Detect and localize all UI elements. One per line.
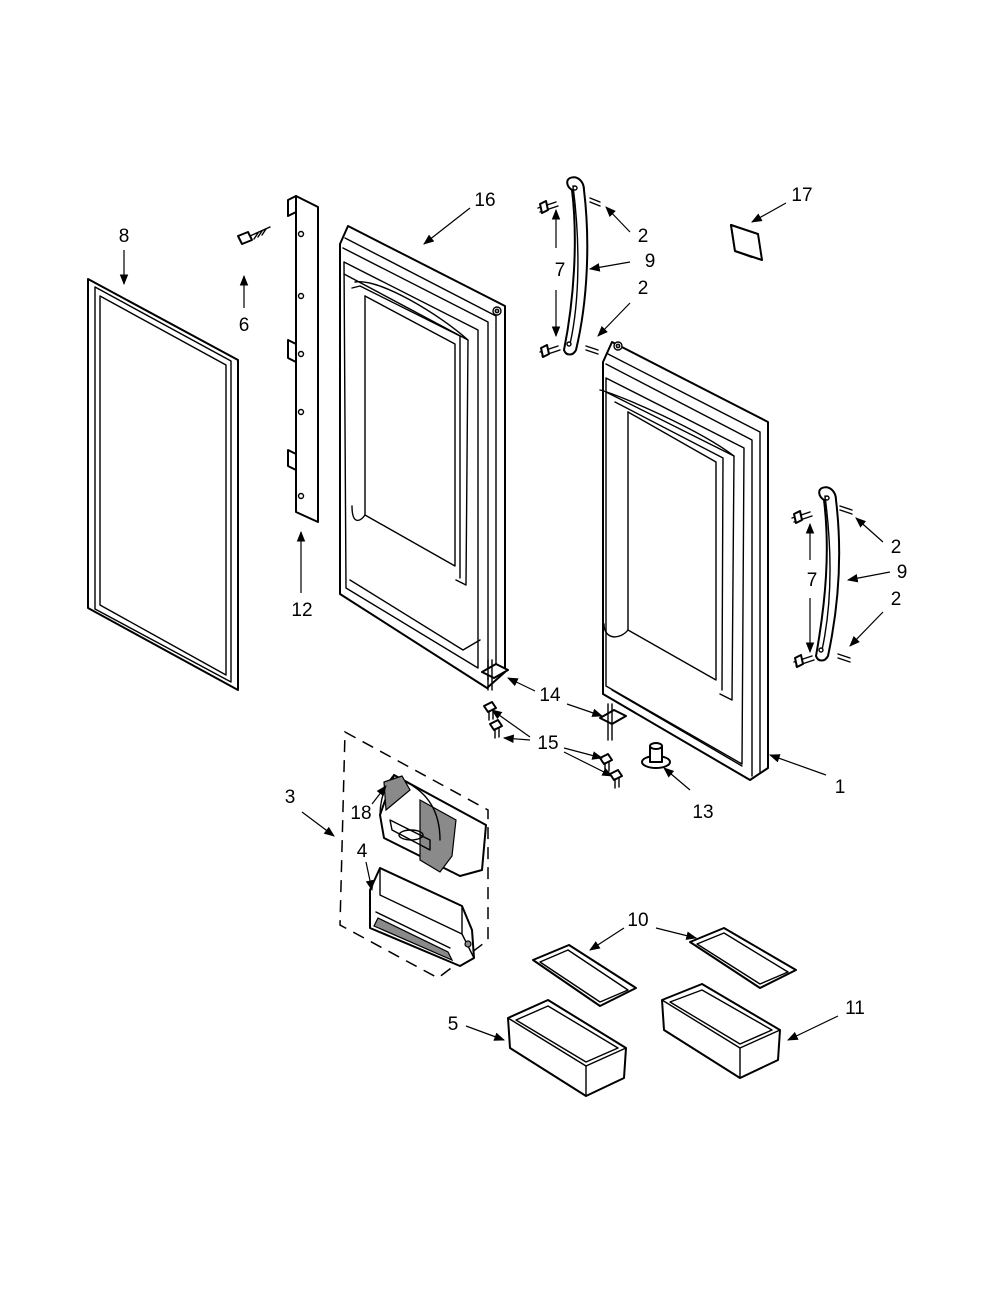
callout-17: 17 xyxy=(791,185,812,206)
leader-lines xyxy=(119,202,891,1041)
bin-4-part xyxy=(369,867,475,967)
callout-9-upper: 9 xyxy=(645,251,656,272)
left-door-part xyxy=(339,225,506,689)
callout-9-lower: 9 xyxy=(897,562,908,583)
callout-16: 16 xyxy=(474,190,495,211)
bin-lid-right xyxy=(689,927,797,989)
callout-labels: 8 6 12 16 17 2 9 2 7 2 9 2 7 14 15 13 1 … xyxy=(119,185,908,1035)
screw-6-part xyxy=(237,226,271,245)
callout-2-lower-top: 2 xyxy=(891,537,902,558)
callout-4: 4 xyxy=(357,841,368,862)
callout-1: 1 xyxy=(835,777,846,798)
callout-8: 8 xyxy=(119,226,130,247)
hinge-bushing-part xyxy=(641,742,671,769)
dispenser-housing-part xyxy=(379,774,487,877)
callout-18: 18 xyxy=(350,803,371,824)
bin-lid-left xyxy=(532,944,637,1007)
hinge-14-parts xyxy=(481,659,627,741)
callout-3: 3 xyxy=(285,787,296,808)
door-gasket-part xyxy=(87,278,239,691)
callout-10: 10 xyxy=(627,910,648,931)
door-bin-5-part xyxy=(507,999,627,1097)
callout-7-lower: 7 xyxy=(807,570,818,591)
callout-7-upper: 7 xyxy=(555,260,566,281)
callout-11: 11 xyxy=(845,998,865,1019)
lower-handle-part xyxy=(791,486,853,668)
right-door-part xyxy=(599,341,769,781)
hinge-screws-15 xyxy=(483,701,623,789)
callout-6: 6 xyxy=(239,315,250,336)
callout-14: 14 xyxy=(539,685,561,706)
callout-2-upper-bottom: 2 xyxy=(638,278,649,299)
callout-13: 13 xyxy=(692,802,713,823)
callout-2-lower-bottom: 2 xyxy=(891,589,902,610)
hinge-bracket-part xyxy=(287,195,319,523)
callout-15: 15 xyxy=(537,733,558,754)
upper-handle-part xyxy=(537,176,601,358)
callout-5: 5 xyxy=(448,1014,459,1035)
callout-12: 12 xyxy=(291,600,312,621)
door-bin-11-part xyxy=(661,983,781,1079)
label-part xyxy=(730,224,763,261)
callout-2-upper-top: 2 xyxy=(638,226,649,247)
